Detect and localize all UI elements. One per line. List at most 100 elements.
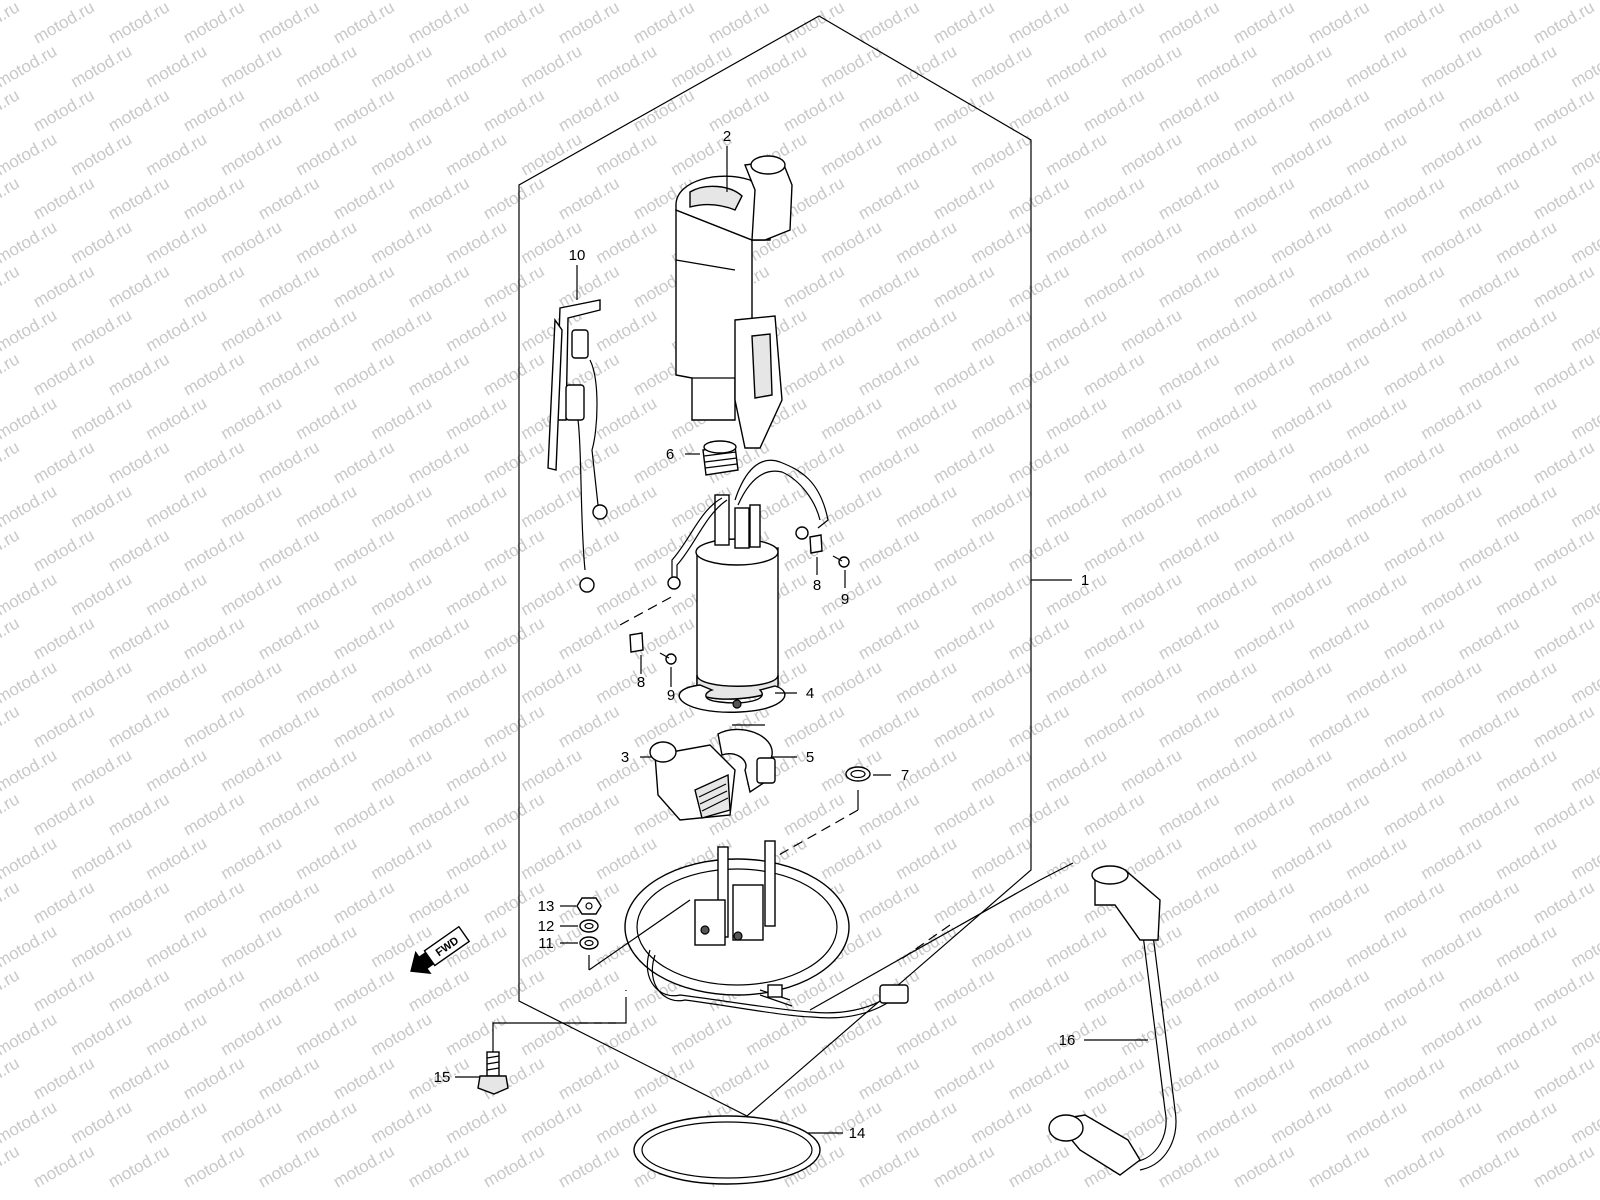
watermark-text: motod.ru [593, 41, 661, 91]
watermark-text: motod.ru [480, 261, 548, 311]
watermark-text: motod.ru [480, 0, 548, 47]
watermark-text: motod.ru [0, 349, 23, 399]
watermark-text: motod.ru [1530, 349, 1598, 399]
watermark-text: motod.ru [1455, 349, 1523, 399]
watermark-text: motod.ru [105, 0, 173, 47]
watermark-text: motod.ru [255, 525, 323, 575]
watermark-text: motod.ru [968, 1097, 1036, 1147]
watermark-text: motod.ru [593, 217, 661, 267]
watermark-text: motod.ru [1380, 349, 1448, 399]
watermark-text: motod.ru [1343, 41, 1411, 91]
watermark-text: motod.ru [480, 437, 548, 487]
nut-part [576, 897, 602, 915]
watermark-text: motod.ru [1155, 1053, 1223, 1103]
watermark-text: motod.ru [1118, 657, 1186, 707]
watermark-text: motod.ru [968, 657, 1036, 707]
callout-14: 14 [849, 1125, 866, 1142]
watermark-text: motod.ru [368, 393, 436, 443]
watermark-text: motod.ru [1455, 1053, 1523, 1103]
watermark-text: motod.ru [218, 1009, 286, 1059]
watermark-text: motod.ru [368, 745, 436, 795]
watermark-text: motod.ru [218, 569, 286, 619]
watermark-text: motod.ru [443, 41, 511, 91]
watermark-text: motod.ru [968, 569, 1036, 619]
watermark-text: motod.ru [368, 41, 436, 91]
watermark-text: motod.ru [0, 833, 60, 883]
watermark-text: motod.ru [1418, 833, 1486, 883]
watermark-text: motod.ru [1155, 85, 1223, 135]
watermark-text: motod.ru [1155, 701, 1223, 751]
watermark-text: motod.ru [1530, 85, 1598, 135]
fuel-pump-part [619, 459, 829, 700]
plate-and-screw-lower [629, 632, 677, 665]
watermark-text: motod.ru [555, 437, 623, 487]
watermark-text: motod.ru [480, 613, 548, 663]
watermark-text: motod.ru [780, 85, 848, 135]
watermark-text: motod.ru [1343, 1009, 1411, 1059]
callout-5: 5 [806, 749, 814, 766]
watermark-text: motod.ru [1568, 833, 1600, 883]
watermark-text: motod.ru [780, 349, 848, 399]
watermark-text: motod.ru [368, 1009, 436, 1059]
watermark-text: motod.ru [1080, 701, 1148, 751]
watermark-text: motod.ru [780, 701, 848, 751]
watermark-text: motod.ru [1268, 481, 1336, 531]
watermark-text: motod.ru [1268, 569, 1336, 619]
watermark-text: motod.ru [1005, 173, 1073, 223]
watermark-text: motod.ru [1193, 1009, 1261, 1059]
watermark-text: motod.ru [1418, 569, 1486, 619]
callout-15: 15 [434, 1069, 451, 1086]
watermark-text: motod.ru [1568, 305, 1600, 355]
watermark-text: motod.ru [1530, 437, 1598, 487]
watermark-text: motod.ru [1493, 921, 1561, 971]
watermark-text: motod.ru [293, 481, 361, 531]
callout-3: 3 [621, 749, 629, 766]
watermark-text: motod.ru [180, 261, 248, 311]
watermark-text: motod.ru [1530, 701, 1598, 751]
assembly-outline [518, 15, 1032, 1117]
watermark-text: motod.ru [1080, 0, 1148, 47]
watermark-text: motod.ru [1305, 349, 1373, 399]
watermark-text: motod.ru [143, 1097, 211, 1147]
watermark-text: motod.ru [405, 0, 473, 47]
watermark-text: motod.ru [968, 1009, 1036, 1059]
watermark-text: motod.ru [218, 833, 286, 883]
watermark-text: motod.ru [1230, 877, 1298, 927]
watermark-text: motod.ru [293, 305, 361, 355]
watermark-text: motod.ru [0, 437, 23, 487]
watermark-text: motod.ru [1343, 745, 1411, 795]
watermark-text: motod.ru [893, 481, 961, 531]
watermark-text: motod.ru [818, 833, 886, 883]
watermark-text: motod.ru [555, 1141, 623, 1191]
watermark-text: motod.ru [1193, 217, 1261, 267]
watermark-text: motod.ru [255, 965, 323, 1015]
watermark-text: motod.ru [855, 1141, 923, 1191]
watermark-text: motod.ru [855, 349, 923, 399]
watermark-text: motod.ru [143, 41, 211, 91]
watermark-text: motod.ru [1343, 569, 1411, 619]
watermark-text: motod.ru [143, 1009, 211, 1059]
watermark-text: motod.ru [968, 217, 1036, 267]
callout-12: 12 [538, 918, 555, 935]
watermark-text: motod.ru [893, 217, 961, 267]
watermark-text: motod.ru [405, 1141, 473, 1191]
watermark-text: motod.ru [218, 41, 286, 91]
watermark-text: motod.ru [1343, 657, 1411, 707]
watermark-text: motod.ru [105, 965, 173, 1015]
watermark-text: motod.ru [855, 877, 923, 927]
watermark-text: motod.ru [1118, 393, 1186, 443]
watermark-text: motod.ru [480, 965, 548, 1015]
watermark-text: motod.ru [405, 965, 473, 1015]
watermark-text: motod.ru [143, 657, 211, 707]
watermark-text: motod.ru [668, 1009, 736, 1059]
watermark-text: motod.ru [330, 261, 398, 311]
watermark-text: motod.ru [443, 393, 511, 443]
watermark-text: motod.ru [405, 701, 473, 751]
watermark-text: motod.ru [1005, 613, 1073, 663]
watermark-text: motod.ru [0, 85, 23, 135]
washer-part [579, 936, 599, 950]
watermark-text: motod.ru [818, 657, 886, 707]
callout-labels: 2 10 6 1 8 9 8 9 4 3 5 7 13 12 11 16 15 … [434, 128, 1090, 1142]
watermark-text: motod.ru [1005, 965, 1073, 1015]
watermark-text: motod.ru [30, 437, 98, 487]
